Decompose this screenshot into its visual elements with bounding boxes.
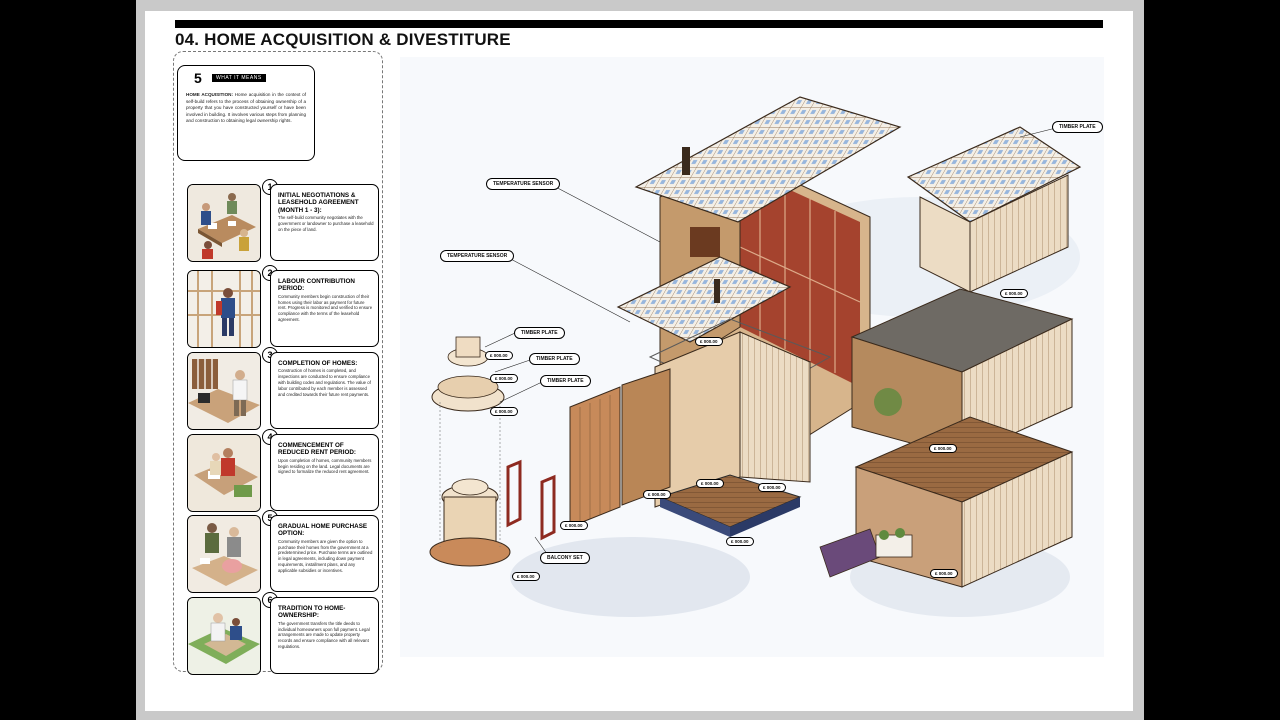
step-4: 4 COMMENCEMENT OF REDUCED RENT PERIOD: U… xyxy=(187,429,379,512)
step-title: TRADITION TO HOME-OWNERSHIP: xyxy=(278,605,346,620)
step-illustration-rent xyxy=(187,434,261,512)
step-card: COMPLETION OF HOMES: Construction of hom… xyxy=(270,352,379,429)
callout-timber-plate-3: TIMBER PLATE xyxy=(540,375,591,387)
definition-number: 5 xyxy=(194,70,202,86)
step-3: 3 COMPLETION OF HOMES: Construction of h… xyxy=(187,347,379,430)
step-title: COMMENCEMENT OF REDUCED RENT PERIOD: xyxy=(278,442,357,457)
callout-timber-plate-2: TIMBER PLATE xyxy=(529,353,580,365)
step-description: Community members begin construction of … xyxy=(278,293,373,322)
price-tag: £ 000.00 xyxy=(490,407,518,416)
step-title: GRADUAL HOME PURCHASE OPTION: xyxy=(278,523,368,538)
process-column: 5 WHAT IT MEANS HOME ACQUISITION: Home a… xyxy=(173,51,383,675)
exploded-axonometric-drawing: TIMBER PLATE TEMPERATURE SENSOR TEMPERAT… xyxy=(400,57,1104,657)
price-tag: £ 000.00 xyxy=(758,483,786,492)
price-tag: £ 000.00 xyxy=(643,490,671,499)
step-description: The self-build community negotiates with… xyxy=(278,215,374,232)
definition-term: HOME ACQUISITION: xyxy=(186,92,233,97)
step-description: The government transfers the title deeds… xyxy=(278,620,370,649)
page-title: 04. HOME ACQUISITION & DIVESTITURE xyxy=(175,30,511,49)
step-illustration-negotiation xyxy=(187,184,261,262)
step-card: LABOUR CONTRIBUTION PERIOD: Community me… xyxy=(270,270,379,347)
house-axonometric-illustration xyxy=(429,96,1082,617)
definition-text: HOME ACQUISITION: Home acquisition in th… xyxy=(186,92,306,125)
callout-temperature-sensor-lower: TEMPERATURE SENSOR xyxy=(440,250,515,262)
page-frame: 04. HOME ACQUISITION & DIVESTITURE 5 WHA… xyxy=(136,0,1144,720)
price-tag: £ 000.00 xyxy=(726,537,754,546)
step-title: LABOUR CONTRIBUTION PERIOD: xyxy=(278,278,355,293)
step-illustration-completion xyxy=(187,352,261,430)
definition-tag: WHAT IT MEANS xyxy=(212,74,266,82)
step-6: 6 TRADITION TO HOME-OWNERSHIP: The gover… xyxy=(187,592,379,675)
document-sheet: 04. HOME ACQUISITION & DIVESTITURE 5 WHA… xyxy=(145,11,1133,711)
step-illustration-labour xyxy=(187,270,261,348)
step-1: 1 INITIAL NEGOTIATIONS & LEASEHOLD AGREE… xyxy=(187,179,379,262)
step-description: Upon completion of homes, community memb… xyxy=(278,457,372,475)
price-tag: £ 000.00 xyxy=(512,572,540,581)
price-tag: £ 000.00 xyxy=(696,479,724,488)
step-illustration-purchase xyxy=(187,515,261,593)
step-card: INITIAL NEGOTIATIONS & LEASEHOLD AGREEME… xyxy=(270,184,379,261)
step-title: COMPLETION OF HOMES: xyxy=(278,360,358,367)
step-description: Community members are given the option t… xyxy=(278,538,373,573)
price-tag: £ 000.00 xyxy=(929,444,957,453)
price-tag: £ 000.00 xyxy=(490,374,518,383)
step-illustration-ownership xyxy=(187,597,261,675)
callout-timber-plate-1: TIMBER PLATE xyxy=(514,327,565,339)
step-5: 5 GRADUAL HOME PURCHASE OPTION: Communit… xyxy=(187,510,379,593)
step-card: GRADUAL HOME PURCHASE OPTION: Community … xyxy=(270,515,379,592)
header-rule xyxy=(175,20,1103,28)
callout-balcony-set: BALCONY SET xyxy=(540,552,590,564)
step-card: COMMENCEMENT OF REDUCED RENT PERIOD: Upo… xyxy=(270,434,379,511)
callout-timber-plate-roof: TIMBER PLATE xyxy=(1052,121,1103,133)
price-tag: £ 000.00 xyxy=(695,337,723,346)
definition-body: Home acquisition in the context of self-… xyxy=(186,92,306,124)
price-tag: £ 000.00 xyxy=(1000,289,1028,298)
step-title: INITIAL NEGOTIATIONS & LEASEHOLD AGREEME… xyxy=(278,192,359,214)
callout-temperature-sensor-upper: TEMPERATURE SENSOR xyxy=(486,178,561,190)
step-2: 2 LABOUR CONTRIBUTION PERIOD: Community … xyxy=(187,265,379,348)
price-tag: £ 000.00 xyxy=(485,351,513,360)
step-card: TRADITION TO HOME-OWNERSHIP: The governm… xyxy=(270,597,379,674)
step-description: Construction of homes is completed, and … xyxy=(278,368,371,397)
price-tag: £ 000.00 xyxy=(560,521,588,530)
definition-card: 5 WHAT IT MEANS HOME ACQUISITION: Home a… xyxy=(177,65,315,161)
price-tag: £ 000.00 xyxy=(930,569,958,578)
